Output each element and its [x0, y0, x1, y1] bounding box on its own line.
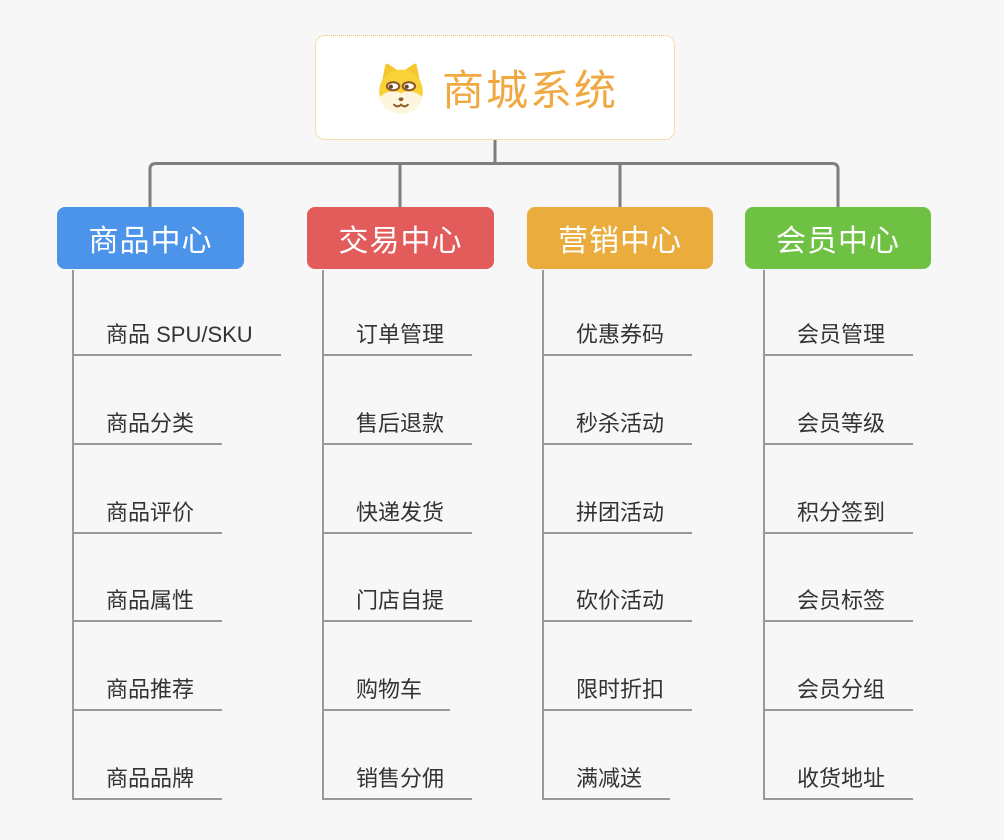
leaf-node[interactable]: 购物车 — [322, 676, 451, 711]
leaf-node[interactable]: 会员等级 — [763, 410, 914, 445]
leaf-node[interactable]: 限时折扣 — [542, 676, 693, 711]
leaf-node[interactable]: 商品推荐 — [72, 676, 223, 711]
branch-node-member-center[interactable]: 会员中心 — [745, 207, 931, 269]
branch-node-marketing-center[interactable]: 营销中心 — [527, 207, 713, 269]
leaf-node[interactable]: 砍价活动 — [542, 587, 693, 622]
leaf-node[interactable]: 商品分类 — [72, 410, 223, 445]
branch-spine — [542, 270, 544, 800]
leaf-node[interactable]: 秒杀活动 — [542, 410, 693, 445]
leaf-node[interactable]: 销售分佣 — [322, 765, 473, 800]
leaf-node[interactable]: 满减送 — [542, 765, 671, 800]
branch-spine — [322, 270, 324, 800]
leaf-node[interactable]: 拼团活动 — [542, 499, 693, 534]
leaf-node[interactable]: 商品属性 — [72, 587, 223, 622]
leaf-node[interactable]: 会员标签 — [763, 587, 914, 622]
leaf-node[interactable]: 商品评价 — [72, 499, 223, 534]
dog-face-icon — [379, 63, 423, 113]
branch-node-trade-center[interactable]: 交易中心 — [307, 207, 494, 269]
root-node-title: 商城系统 — [441, 67, 618, 114]
leaf-node[interactable]: 会员管理 — [763, 321, 914, 356]
leaf-node[interactable]: 优惠券码 — [542, 321, 693, 356]
leaf-node[interactable]: 会员分组 — [763, 676, 914, 711]
leaf-node[interactable]: 收货地址 — [763, 765, 914, 800]
branch-spine — [763, 270, 765, 800]
leaf-node[interactable]: 快递发货 — [322, 499, 473, 534]
branch-node-product-center[interactable]: 商品中心 — [57, 207, 244, 269]
leaf-node[interactable]: 商品品牌 — [72, 765, 223, 800]
leaf-node[interactable]: 积分签到 — [763, 499, 914, 534]
leaf-node[interactable]: 售后退款 — [322, 410, 473, 445]
leaf-node[interactable]: 订单管理 — [322, 321, 473, 356]
leaf-node[interactable]: 门店自提 — [322, 587, 473, 622]
root-node[interactable]: 商城系统 — [315, 35, 675, 140]
branch-spine — [72, 270, 74, 800]
leaf-node[interactable]: 商品 SPU/SKU — [72, 321, 281, 356]
